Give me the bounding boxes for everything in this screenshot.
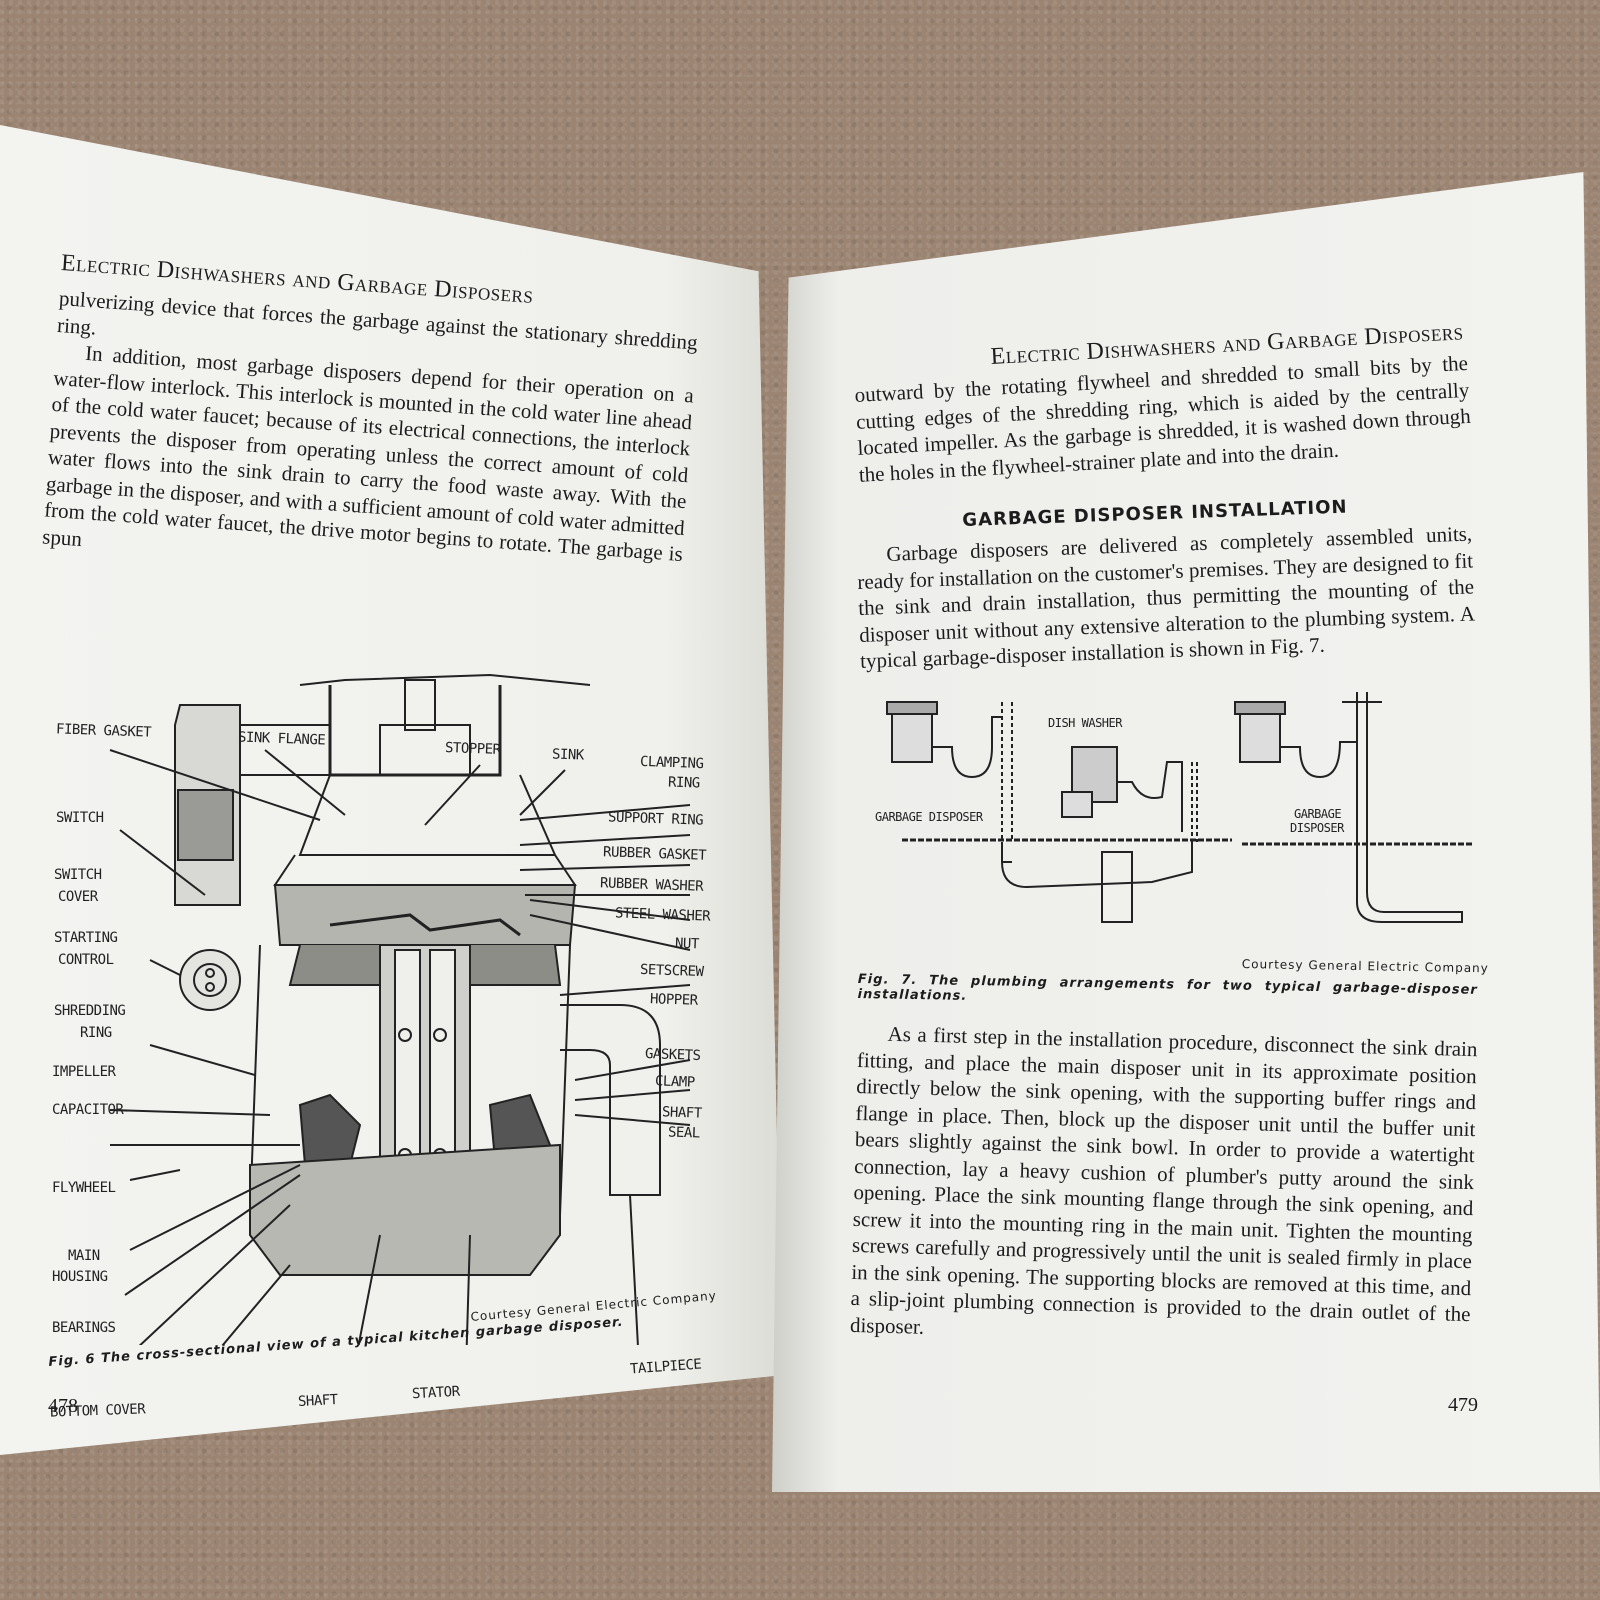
label-setscrew: SETSCREW (639, 961, 704, 981)
label-clamping-ring-1: CLAMPING (639, 753, 704, 773)
label-shredding-ring-1: SHREDDING (54, 1003, 126, 1019)
label-stator: STATOR (411, 1383, 460, 1403)
right-paragraph-1: Garbage disposers are delivered as compl… (856, 521, 1476, 673)
left-page: Electric Dishwashers and Garbage Dispose… (0, 125, 782, 1455)
left-page-number: 478 (48, 1395, 78, 1417)
label-tailpiece: TAILPIECE (629, 1356, 702, 1378)
plumbing-arrangements-diagram (886, 692, 1472, 923)
right-body-bottom: As a first step in the installation proc… (850, 1020, 1478, 1354)
label-gaskets: GASKETS (644, 1046, 701, 1064)
label-garbage-disposer-right-1: GARBAGE (1294, 807, 1342, 821)
label-garbage-disposer-right-2: DISPOSER (1290, 821, 1344, 835)
right-page: Electric Dishwashers and Garbage Dispose… (772, 172, 1600, 1492)
label-shaft: SHAFT (297, 1391, 339, 1411)
label-sink: SINK (551, 746, 584, 764)
right-continued-text: outward by the rotating flywheel and shr… (854, 350, 1472, 487)
label-switch-cover-2: COVER (58, 889, 98, 905)
label-clamping-ring-2: RING (667, 774, 700, 792)
label-shaft-seal-2: SEAL (667, 1124, 700, 1142)
label-support-ring: SUPPORT RING (607, 809, 704, 829)
label-hopper: HOPPER (649, 991, 698, 1009)
label-sink-flange: SINK FLANGE (237, 729, 326, 749)
figure-7: DISH WASHER GARBAGE DISPOSER GARBAGE DIS… (772, 672, 1600, 952)
left-body: pulverizing device that forces the garba… (42, 285, 699, 594)
left-paragraph: In addition, most garbage disposers depe… (41, 340, 695, 567)
label-switch: SWITCH (56, 810, 104, 826)
label-shredding-ring-2: RING (80, 1025, 112, 1041)
label-switch-cover-1: SWITCH (54, 867, 102, 883)
label-starting-control-2: CONTROL (58, 952, 114, 968)
label-fiber-gasket: FIBER GASKET (55, 721, 152, 741)
right-paragraph-2: As a first step in the installation proc… (849, 1021, 1478, 1339)
label-nut: NUT (674, 935, 700, 953)
figure-6: FIBER GASKET SINK FLANGE STOPPER SINK CL… (0, 585, 782, 1421)
disposer-cross-section-diagram (109, 673, 691, 1345)
label-garbage-disposer-left: GARBAGE DISPOSER (875, 810, 983, 824)
fig-7-caption: Fig. 7. The plumbing arrangements for tw… (857, 972, 1478, 1004)
label-shaft-seal-1: SHAFT (661, 1104, 702, 1122)
label-flywheel: FLYWHEEL (52, 1180, 116, 1196)
label-main-housing-1: MAIN (68, 1248, 100, 1264)
label-capacitor: CAPACITOR (52, 1102, 124, 1118)
label-dish-washer: DISH WASHER (1048, 716, 1122, 730)
label-stopper: STOPPER (444, 740, 501, 758)
label-bearings: BEARINGS (52, 1320, 116, 1336)
label-clamp: CLAMP (654, 1073, 695, 1091)
label-starting-control-1: STARTING (54, 930, 118, 946)
right-courtesy: Courtesy General Electric Company (1241, 957, 1489, 976)
label-impeller: IMPELLER (52, 1064, 116, 1080)
right-body-install: Garbage disposers are delivered as compl… (856, 521, 1476, 675)
right-page-number: 479 (1448, 1394, 1478, 1416)
label-main-housing-2: HOUSING (52, 1269, 108, 1285)
label-steel-washer: STEEL WASHER (614, 905, 711, 925)
right-body-top: outward by the rotating flywheel and shr… (854, 350, 1473, 488)
